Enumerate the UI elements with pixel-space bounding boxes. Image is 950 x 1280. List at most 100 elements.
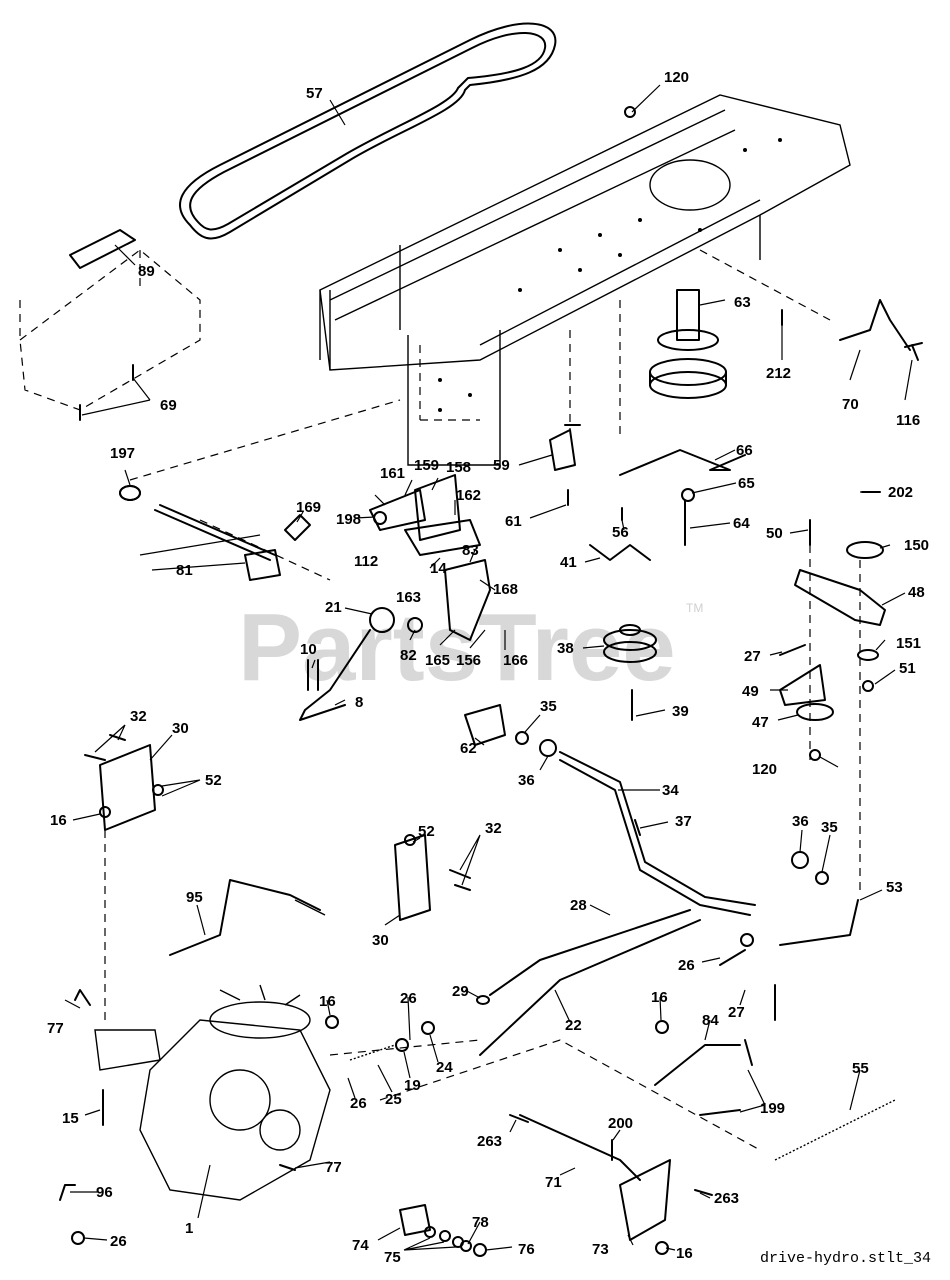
washer-65 (681, 488, 695, 502)
washer-26a (740, 933, 754, 947)
callout-161: 161 (380, 465, 405, 482)
pulley-38 (603, 624, 657, 663)
bushing-197 (119, 485, 141, 501)
arm-48 (794, 569, 886, 626)
callout-41: 41 (560, 554, 577, 571)
callout-27: 27 (744, 648, 761, 665)
callout-52a: 52 (205, 772, 222, 789)
callout-32a: 32 (130, 708, 147, 725)
callout-35b: 35 (821, 819, 838, 836)
clip-169 (284, 514, 311, 541)
callout-168: 168 (493, 581, 518, 598)
nut-16b (325, 1015, 339, 1029)
washer-35b (815, 871, 829, 885)
nut-51 (862, 680, 874, 692)
callout-89: 89 (138, 263, 155, 280)
callout-200: 200 (608, 1115, 633, 1132)
bracket-59 (549, 424, 581, 471)
spring-25 (349, 1044, 396, 1061)
callout-169: 169 (296, 499, 321, 516)
shaft-95 (169, 879, 321, 956)
axis-81 (129, 399, 401, 581)
spring-95 (294, 899, 326, 916)
callout-62: 62 (460, 740, 477, 757)
bracket-73 (619, 1159, 671, 1241)
callout-48: 48 (908, 584, 925, 601)
washer-36b (791, 851, 809, 869)
callout-263a: 263 (477, 1133, 502, 1150)
callout-73: 73 (592, 1241, 609, 1258)
callout-27b: 27 (728, 1004, 745, 1021)
callout-66: 66 (736, 442, 753, 459)
callout-158: 158 (446, 459, 471, 476)
rod-28 (489, 909, 691, 996)
transmission-1 (94, 984, 331, 1201)
bracket-49 (779, 664, 826, 706)
callout-64: 64 (733, 515, 750, 532)
rod-53 (779, 899, 859, 946)
callout-32b: 32 (485, 820, 502, 837)
bolt-32b (449, 869, 471, 891)
callout-21: 21 (325, 599, 342, 616)
sleeve-62 (464, 704, 506, 746)
rod-71 (519, 1114, 641, 1181)
callout-53: 53 (886, 879, 903, 896)
pin-199 (699, 1039, 753, 1116)
bracket-165 (444, 559, 491, 641)
nut-120a (624, 106, 636, 118)
callout-30b: 30 (372, 932, 389, 949)
nut-16a (99, 806, 111, 818)
callout-77a: 77 (47, 1020, 64, 1037)
pin-77a (74, 989, 91, 1006)
axis-transmission (104, 830, 761, 1151)
pin-77b (279, 1164, 296, 1171)
callout-65: 65 (738, 475, 755, 492)
bolt-69a (79, 364, 134, 421)
callout-165: 165 (425, 652, 450, 669)
washer-78 (460, 1240, 472, 1252)
callout-83: 83 (462, 542, 479, 559)
callout-151: 151 (896, 635, 921, 652)
callout-22: 22 (565, 1017, 582, 1034)
callout-120: 120 (664, 69, 689, 86)
callout-81: 81 (176, 562, 193, 579)
callout-30a: 30 (172, 720, 189, 737)
washer-151 (857, 649, 879, 661)
callout-50: 50 (766, 525, 783, 542)
callout-24: 24 (436, 1059, 453, 1076)
bolt-263a (509, 1114, 529, 1123)
callout-120b: 120 (752, 761, 777, 778)
spring-27b (719, 949, 746, 966)
callout-69: 69 (160, 397, 177, 414)
callout-61: 61 (505, 513, 522, 530)
callout-38: 38 (557, 640, 574, 657)
axis-48 (809, 545, 861, 890)
rod-84 (654, 1044, 741, 1086)
bolt-263b (694, 1189, 713, 1196)
callout-163: 163 (396, 589, 421, 606)
spring-82 (407, 617, 423, 633)
callout-52b: 52 (418, 823, 435, 840)
callout-10: 10 (300, 641, 317, 658)
callout-59: 59 (493, 457, 510, 474)
callout-57: 57 (306, 85, 323, 102)
pin-10 (307, 659, 319, 691)
callout-96: 96 (96, 1184, 113, 1201)
callout-162: 162 (456, 487, 481, 504)
callout-156: 156 (456, 652, 481, 669)
washer-75a (424, 1226, 436, 1238)
callout-1: 1 (185, 1220, 193, 1237)
callout-29: 29 (452, 983, 469, 1000)
emblem-89 (69, 229, 136, 269)
callout-14: 14 (430, 560, 447, 577)
callout-70: 70 (842, 396, 859, 413)
callout-26c: 26 (350, 1095, 367, 1112)
callout-34: 34 (662, 782, 679, 799)
callout-95: 95 (186, 889, 203, 906)
bracket-30b (394, 834, 431, 921)
knob-21 (369, 607, 395, 633)
bolt-116 (904, 342, 923, 361)
washer-36a (539, 739, 557, 757)
callout-16c: 16 (651, 989, 668, 1006)
